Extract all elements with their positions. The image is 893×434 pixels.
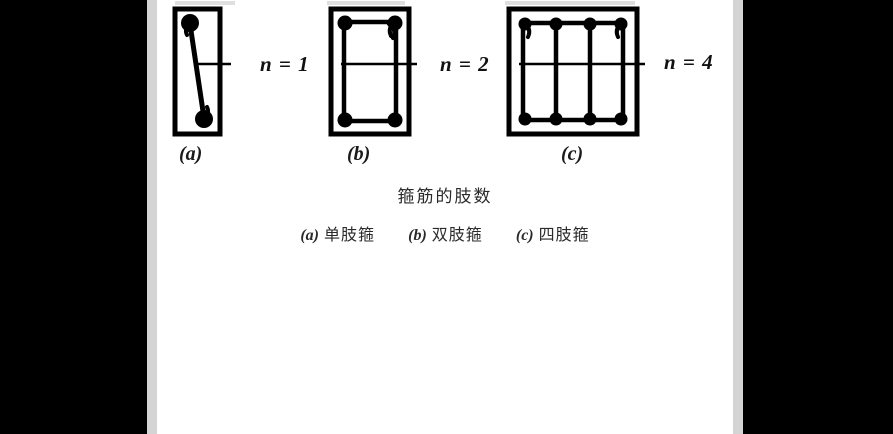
figure-caption-legend: (a) 单肢箍 (b)双肢箍 (c)四肢箍 (157, 221, 733, 245)
rebar-dot (549, 112, 563, 126)
callout-n-a: n = 1 (260, 52, 310, 76)
subfigure-c-drawing (505, 5, 645, 140)
stirrup-b (341, 19, 399, 124)
legend-key-c: (c) (515, 227, 534, 244)
rebar-dot (518, 112, 532, 126)
rebar-dot (549, 17, 563, 31)
rebar-dot (518, 17, 532, 31)
subfigure-letter-b: (b) (347, 143, 371, 165)
rebar-dot (614, 17, 628, 31)
legend-text-b: 双肢箍 (431, 225, 483, 244)
legend-key-a: (a) (300, 227, 319, 244)
rebar-dot (337, 15, 353, 31)
legend-key-b: (b) (408, 227, 427, 244)
stirrup-outer-c (520, 20, 626, 123)
four-leg-stirrup-svg (506, 6, 645, 137)
rebar-dot (181, 14, 199, 32)
rebar-dot (195, 110, 213, 128)
rebar-dot (337, 112, 353, 128)
document-page: n = 1 n = 2 n = 4 (a) (b) (c) 箍筋的肢数 (a) 单… (157, 0, 733, 434)
figure-caption-title: 箍筋的肢数 (397, 187, 493, 207)
stirrup-leg-a (187, 21, 207, 121)
rebar-dot (614, 112, 628, 126)
scan-artifact (327, 1, 405, 5)
scan-artifact (175, 1, 235, 5)
rebar-dot (583, 17, 597, 31)
page-gutter-left (147, 0, 157, 434)
scan-artifact (505, 1, 635, 5)
callout-n-b: n = 2 (440, 52, 490, 76)
subfigure-a-drawing (171, 5, 231, 140)
figure-stage: n = 1 n = 2 n = 4 (a) (b) (c) (157, 0, 733, 165)
rebar-dot (387, 112, 403, 128)
two-leg-stirrup-svg (328, 6, 417, 137)
subfigure-letter-a: (a) (179, 143, 203, 165)
legend-entry-c: (c)四肢箍 (516, 221, 590, 245)
page-gutter-right (733, 0, 743, 434)
single-leg-stirrup-svg (172, 6, 231, 137)
rebar-dot (583, 112, 597, 126)
subfigure-letter-c: (c) (561, 143, 584, 165)
rebar-dot (387, 15, 403, 31)
subfigure-b-drawing (327, 5, 417, 140)
letterbox-left (0, 0, 147, 434)
legend-entry-b: (b)双肢箍 (408, 221, 483, 245)
legend-text-a: 单肢箍 (324, 225, 376, 244)
callout-n-c: n = 4 (664, 50, 714, 74)
legend-entry-a: (a) 单肢箍 (300, 221, 375, 245)
letterbox-right (743, 0, 893, 434)
legend-text-c: 四肢箍 (538, 225, 590, 244)
